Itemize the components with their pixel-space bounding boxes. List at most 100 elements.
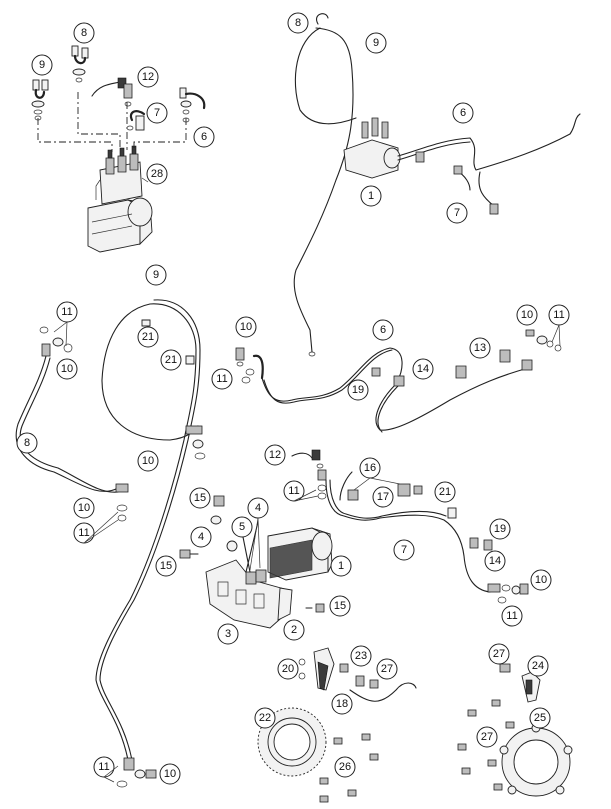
svg-text:10: 10 <box>78 502 90 514</box>
callout-9: 9 <box>365 32 387 54</box>
svg-text:12: 12 <box>142 71 154 83</box>
svg-text:11: 11 <box>288 485 299 497</box>
svg-text:8: 8 <box>295 17 301 29</box>
callout-27: 27 <box>488 643 510 665</box>
svg-text:22: 22 <box>259 712 271 724</box>
brake-line-6-assembly <box>235 329 562 433</box>
svg-text:11: 11 <box>61 306 72 318</box>
callout-10: 10 <box>56 358 78 380</box>
svg-text:4: 4 <box>255 502 261 514</box>
callout-1: 1 <box>360 185 382 207</box>
svg-text:10: 10 <box>240 321 252 333</box>
svg-text:27: 27 <box>481 731 493 743</box>
svg-text:6: 6 <box>460 107 466 119</box>
leader-lines <box>53 321 561 783</box>
svg-text:7: 7 <box>154 107 160 119</box>
callout-10: 10 <box>159 763 181 785</box>
svg-text:21: 21 <box>142 331 154 343</box>
svg-text:14: 14 <box>417 363 429 375</box>
callout-8: 8 <box>287 12 309 34</box>
callout-11: 11 <box>501 605 523 627</box>
svg-text:1: 1 <box>368 190 374 202</box>
svg-text:23: 23 <box>355 650 367 662</box>
callout-10: 10 <box>530 569 552 591</box>
callout-11: 11 <box>93 756 115 778</box>
callout-13: 13 <box>469 337 491 359</box>
abs-unit-and-bracket <box>179 495 333 629</box>
callout-26: 26 <box>334 756 356 778</box>
callout-15: 15 <box>329 595 351 617</box>
svg-text:9: 9 <box>153 269 159 281</box>
callout-3: 3 <box>217 623 239 645</box>
svg-text:11: 11 <box>553 309 564 321</box>
callout-21: 21 <box>434 481 456 503</box>
svg-text:10: 10 <box>142 455 154 467</box>
svg-text:1: 1 <box>338 560 344 572</box>
callout-4: 4 <box>190 526 212 548</box>
callout-10: 10 <box>137 450 159 472</box>
svg-text:19: 19 <box>494 523 506 535</box>
svg-text:9: 9 <box>39 59 45 71</box>
callout-8: 8 <box>73 22 95 44</box>
callout-10: 10 <box>235 316 257 338</box>
svg-text:11: 11 <box>216 373 227 385</box>
svg-text:7: 7 <box>454 207 460 219</box>
svg-text:2: 2 <box>291 624 297 636</box>
wheel-speed-sensors-and-rings <box>257 647 573 803</box>
svg-text:24: 24 <box>532 660 544 672</box>
callout-22: 22 <box>254 707 276 729</box>
svg-text:15: 15 <box>160 560 172 572</box>
svg-text:6: 6 <box>201 131 207 143</box>
svg-text:18: 18 <box>336 698 348 710</box>
callout-labels: 8 9 12 7 6 28 8 9 6 1 7 9 11 21 21 10 10… <box>16 12 570 785</box>
svg-text:10: 10 <box>164 768 176 780</box>
callout-6: 6 <box>372 319 394 341</box>
brake-line-routing-overview <box>293 13 581 357</box>
svg-text:27: 27 <box>493 648 505 660</box>
callout-14: 14 <box>484 550 506 572</box>
svg-text:11: 11 <box>78 527 89 539</box>
callout-12: 12 <box>264 444 286 466</box>
svg-text:9: 9 <box>373 37 379 49</box>
svg-text:10: 10 <box>61 363 73 375</box>
callout-15: 15 <box>189 487 211 509</box>
callout-15: 15 <box>155 555 177 577</box>
svg-text:8: 8 <box>81 27 87 39</box>
callout-21: 21 <box>160 349 182 371</box>
callout-7: 7 <box>446 202 468 224</box>
callout-8: 8 <box>16 432 38 454</box>
svg-text:26: 26 <box>339 761 351 773</box>
svg-text:5: 5 <box>239 521 245 533</box>
callout-18: 18 <box>331 693 353 715</box>
callout-27: 27 <box>376 658 398 680</box>
callout-10: 10 <box>73 497 95 519</box>
svg-text:6: 6 <box>380 324 386 336</box>
callout-19: 19 <box>347 379 369 401</box>
svg-text:27: 27 <box>381 663 393 675</box>
svg-text:8: 8 <box>24 437 30 449</box>
svg-text:20: 20 <box>282 663 294 675</box>
svg-text:19: 19 <box>352 384 364 396</box>
callout-6: 6 <box>193 126 215 148</box>
svg-text:15: 15 <box>334 600 346 612</box>
svg-text:17: 17 <box>377 491 389 503</box>
callout-14: 14 <box>412 358 434 380</box>
callout-5: 5 <box>231 516 253 538</box>
svg-text:3: 3 <box>225 628 231 640</box>
callout-11: 11 <box>56 301 78 323</box>
callout-1: 1 <box>330 555 352 577</box>
callout-28: 28 <box>146 163 168 185</box>
callout-20: 20 <box>277 658 299 680</box>
callout-21: 21 <box>137 326 159 348</box>
svg-text:13: 13 <box>474 342 486 354</box>
callout-6: 6 <box>452 102 474 124</box>
svg-text:12: 12 <box>269 449 281 461</box>
svg-text:21: 21 <box>165 354 177 366</box>
callout-11: 11 <box>211 368 233 390</box>
callout-24: 24 <box>527 655 549 677</box>
callout-7: 7 <box>146 102 168 124</box>
svg-text:10: 10 <box>535 574 547 586</box>
callout-19: 19 <box>489 518 511 540</box>
